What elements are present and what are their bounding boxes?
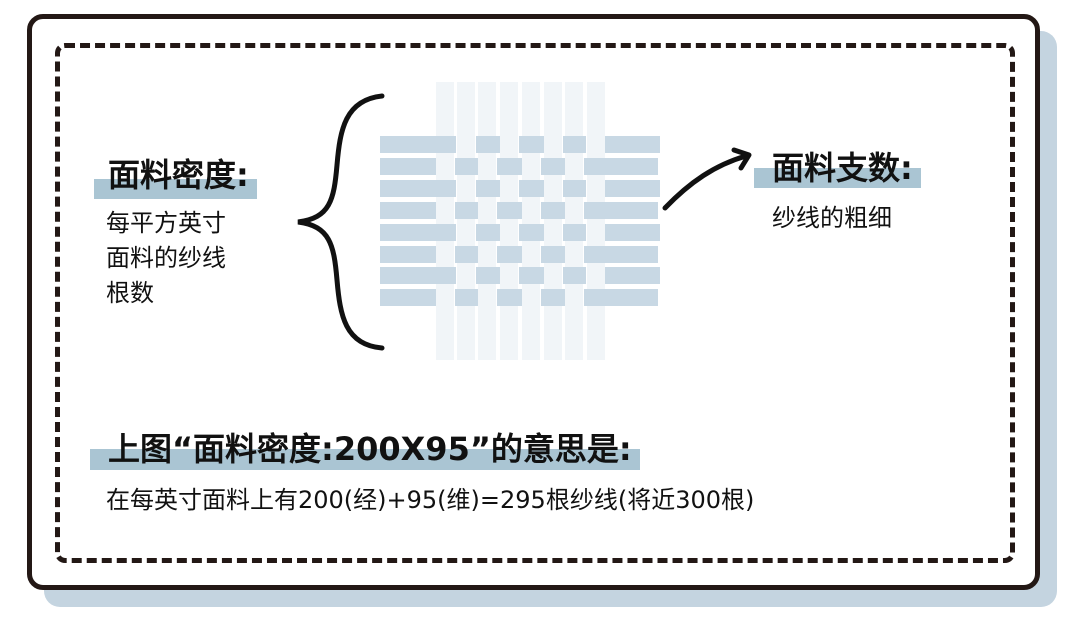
density-description: 每平方英寸 面料的纱线 根数 — [106, 209, 226, 307]
warp-threads — [436, 82, 605, 360]
explanation-title: 上图“面料密度:200X95”的意思是: — [90, 424, 640, 470]
explanation-text: 在每英寸面料上有200(经)+95(维)=295根纱线(将近300根) — [106, 486, 755, 514]
arrow-icon — [662, 147, 752, 211]
dashed-border — [55, 43, 1015, 563]
density-title: 面料密度: — [94, 150, 257, 199]
count-description: 纱线的粗细 — [772, 204, 892, 232]
weft-threads — [380, 136, 660, 306]
count-title: 面料支数: — [754, 143, 921, 189]
highlight-bar — [90, 449, 640, 470]
curly-brace-icon — [297, 93, 385, 351]
highlight-bar — [754, 168, 921, 188]
highlight-bar — [94, 179, 257, 199]
